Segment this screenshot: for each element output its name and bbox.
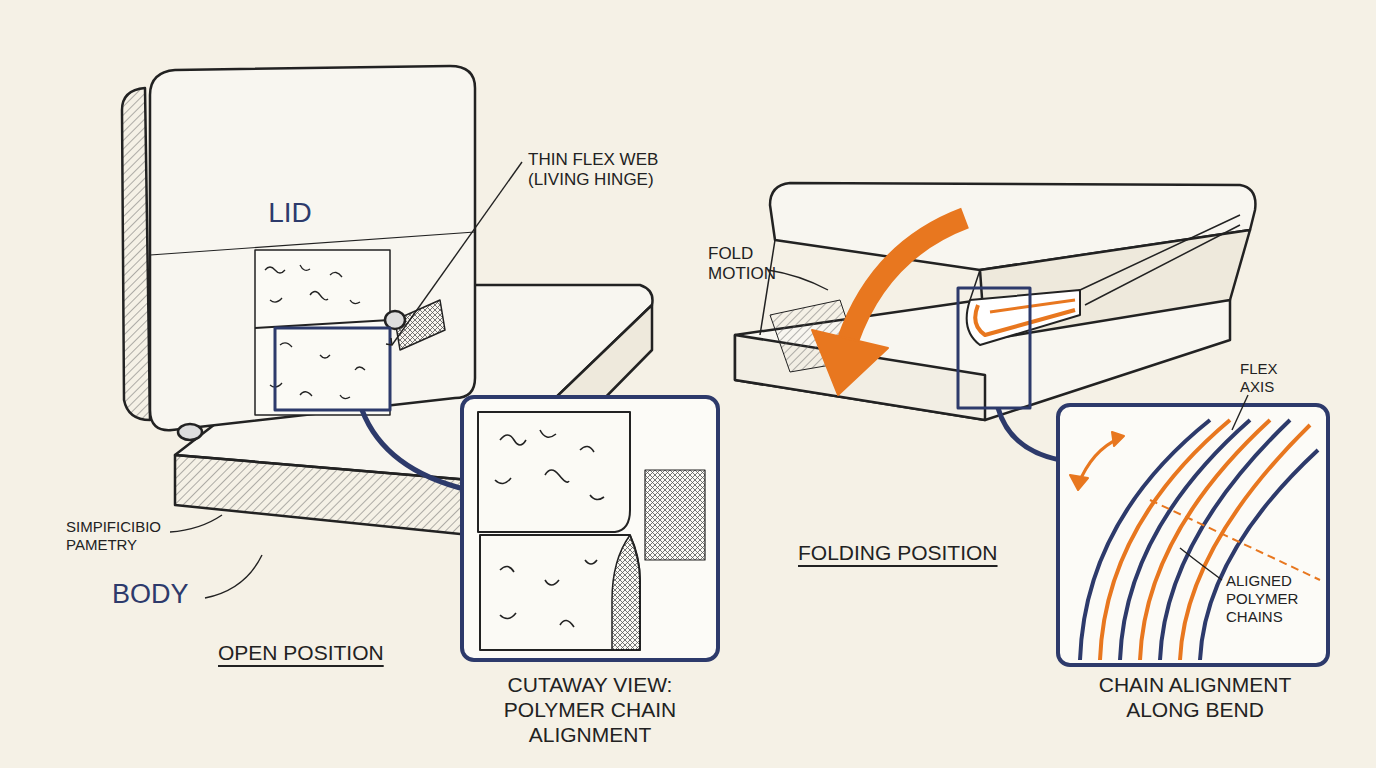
callout-label: ALIGNED POLYMER CHAINS bbox=[1226, 572, 1326, 626]
lid-part: LID bbox=[240, 190, 340, 236]
callout-label: FOLD MOTION bbox=[708, 244, 808, 285]
view-title: OPEN POSITION bbox=[218, 640, 428, 665]
part-label: LID bbox=[268, 197, 312, 229]
callout-label: THIN FLEX WEB (LIVING HINGE) bbox=[528, 150, 718, 191]
view-caption: CHAIN ALIGNMENT ALONG BEND bbox=[1060, 672, 1330, 722]
callout-label: SIMPIFICIBIO PAMETRY bbox=[66, 518, 176, 554]
view-title: FOLDING POSITION bbox=[798, 540, 1028, 565]
view-caption: CUTAWAY VIEW: POLYMER CHAIN ALIGNMENT bbox=[472, 672, 708, 748]
callout-label: FLEX AXIS bbox=[1240, 360, 1310, 396]
part-label: BODY bbox=[112, 578, 212, 610]
